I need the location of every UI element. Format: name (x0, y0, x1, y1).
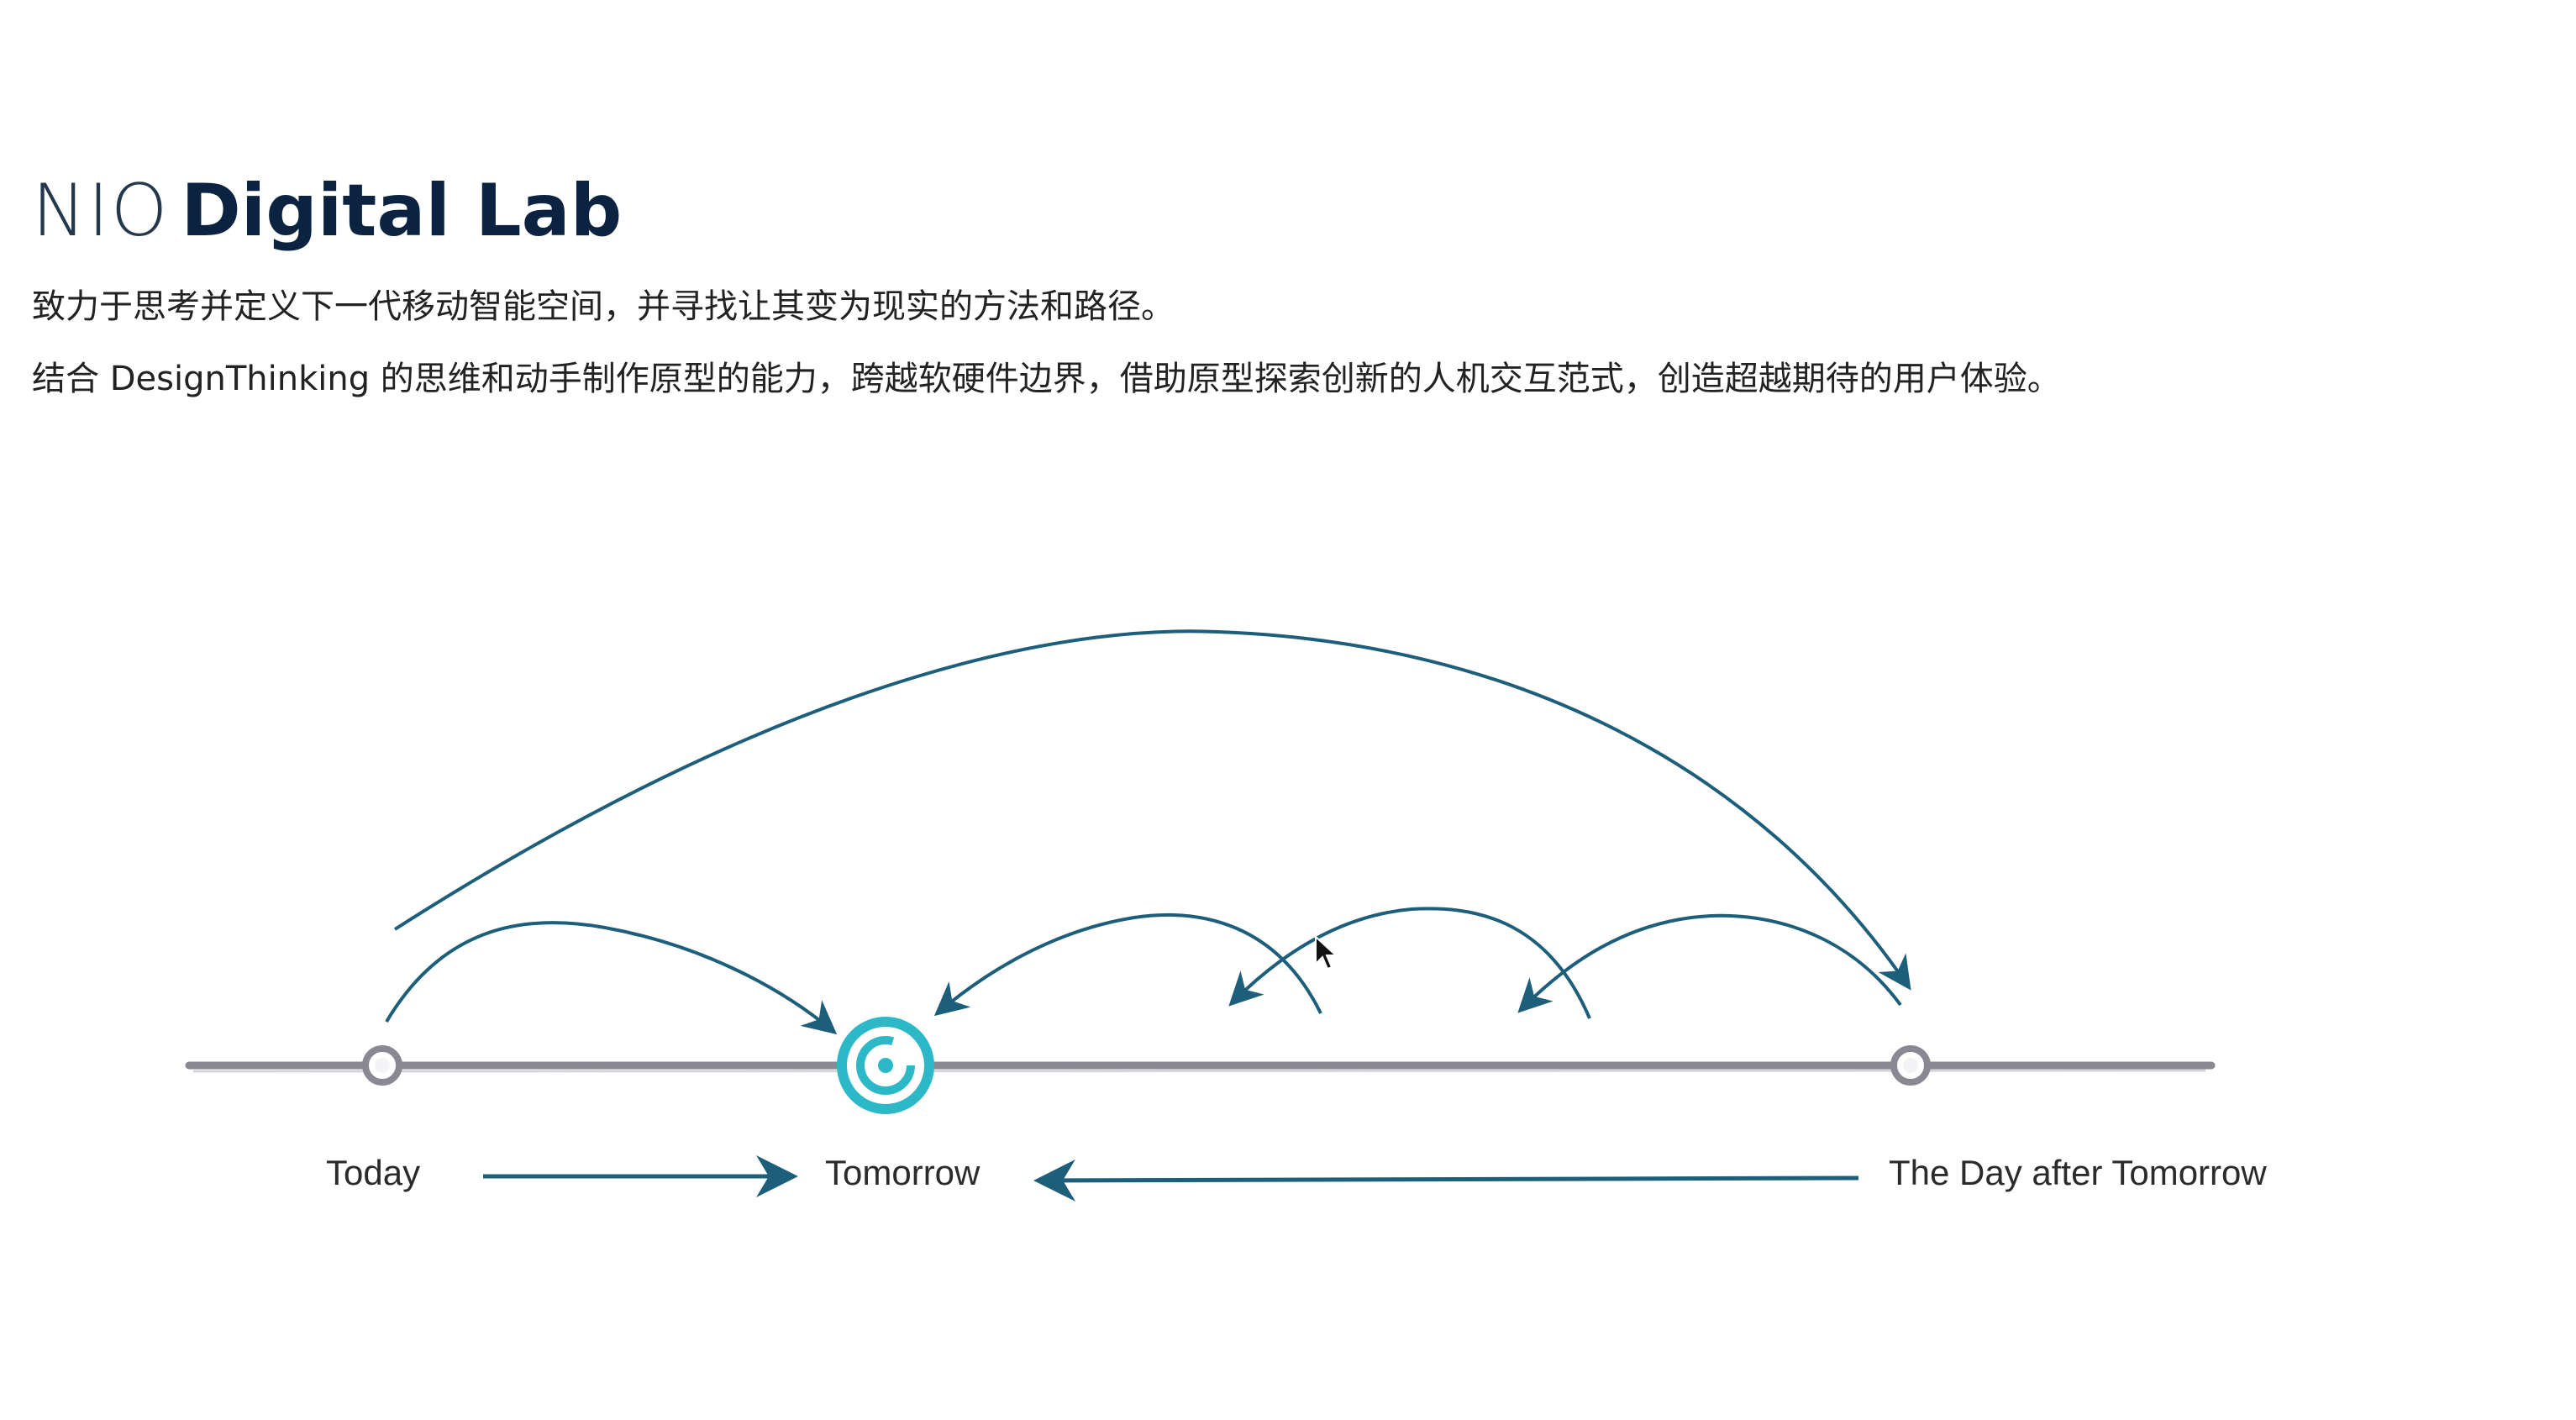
milestone-label-day-after-tomorrow: The Day after Tomorrow (1889, 1153, 2267, 1192)
title-bold-text: Digital Lab (181, 169, 623, 253)
description-line-1: 致力于思考并定义下一代移动智能空间，并寻找让其变为现实的方法和路径。 (32, 287, 1175, 326)
arc-today-to-day-after (393, 629, 1911, 991)
arc-today-to-tomorrow (385, 921, 838, 1035)
day-after-tomorrow-node (1890, 1045, 1931, 1086)
arc-back-middle (1228, 907, 1591, 1019)
today-node (362, 1045, 402, 1086)
description-line-2: 结合 DesignThinking 的思维和动手制作原型的能力，跨越软硬件边界，… (32, 360, 2061, 398)
title-light-text: NIO (32, 169, 170, 253)
tomorrow-target-icon (837, 1017, 934, 1114)
milestone-label-today: Today (326, 1153, 421, 1192)
mouse-cursor-icon (1315, 935, 1338, 970)
milestone-label-tomorrow: Tomorrow (825, 1153, 980, 1192)
arc-back-from-day-after (1517, 913, 1902, 1013)
arrow-day-after-to-tomorrow (1033, 1159, 1859, 1202)
timeline-axis-shadow (192, 1069, 2206, 1073)
arc-back-to-tomorrow (933, 912, 1322, 1017)
